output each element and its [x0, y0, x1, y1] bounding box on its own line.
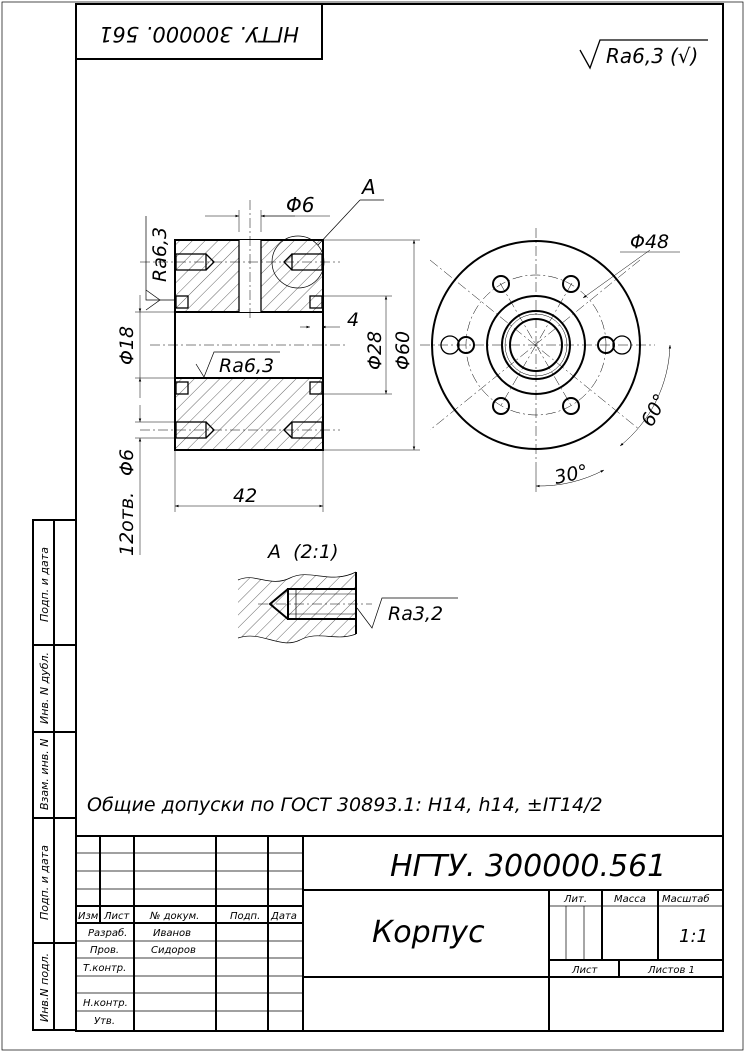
top-stamp: НГТУ. 300000. 561: [75, 3, 323, 60]
side-podp-data-2: Подп. и дата: [38, 845, 51, 920]
tb-row-tkontr: Т.контр.: [83, 963, 126, 974]
tb-list: Лист: [571, 965, 599, 976]
dim-60deg: 60°: [637, 390, 672, 430]
front-view: Φ48 60° 30°: [420, 228, 680, 492]
side-inv-podl: Инв.N подл.: [38, 953, 51, 1022]
dim-30deg: 30°: [552, 460, 590, 489]
tb-row-nkontr: Н.контр.: [83, 998, 128, 1009]
dim-d60: Φ60: [392, 331, 414, 370]
detail-label: A (2:1): [266, 541, 338, 563]
roughness-general-paren: (√): [670, 44, 698, 68]
dim-d28: Φ28: [364, 331, 386, 370]
tb-name-razrab: Иванов: [153, 928, 191, 939]
tb-col-data: Дата: [270, 911, 297, 922]
tb-col-izm: Изм.: [78, 911, 102, 922]
title-block: Изм. Лист № докум. Подп. Дата Разраб. Пр…: [76, 835, 723, 1031]
roughness-general: Ra6,3 (√): [579, 39, 708, 70]
tb-col-podp: Подп.: [230, 911, 260, 922]
tb-col-doc: № докум.: [149, 911, 199, 922]
detail-ra: Ra3,2: [388, 603, 443, 625]
section-view: A Φ6 Ra6,3 Φ18 Ra6,3 4 Φ28: [116, 175, 420, 556]
tb-listov: Листов 1: [647, 965, 695, 976]
tb-part-name: Корпус: [372, 915, 485, 950]
side-strip: Подп. и дата Инв. N дубл. Взам. инв. N П…: [32, 519, 77, 1031]
tb-masshtab: Масштаб: [662, 893, 710, 905]
tb-row-prov: Пров.: [90, 945, 119, 956]
dim-d18: Φ18: [116, 326, 138, 365]
section-label: A: [360, 175, 376, 199]
roughness-general-text: Ra6,3: [606, 44, 664, 68]
dim-ra-left: Ra6,3: [149, 227, 171, 282]
detail-view: A (2:1) Ra3,2: [237, 541, 458, 644]
dim-12holes: 12отв.: [116, 492, 138, 556]
dim-4: 4: [347, 309, 359, 331]
side-podp-data-1: Подп. и дата: [38, 547, 51, 622]
tb-lit: Лит.: [563, 894, 587, 905]
tb-name-prov: Сидоров: [151, 945, 196, 956]
tb-row-razrab: Разраб.: [88, 927, 127, 939]
top-stamp-text: НГТУ. 300000. 561: [99, 22, 299, 46]
tb-col-list: Лист: [103, 911, 131, 922]
dim-42: 42: [233, 485, 257, 507]
dim-d48: Φ48: [630, 231, 669, 253]
tolerance-note: Общие допуски по ГОСТ 30893.1: H14, h14,…: [87, 794, 603, 816]
tb-scale-value: 1:1: [679, 926, 708, 947]
side-vzam-inv: Взам. инв. N: [38, 739, 51, 810]
dim-ra-bore: Ra6,3: [219, 355, 274, 377]
tb-designation: НГТУ. 300000.561: [390, 849, 666, 884]
tb-row-utv: Утв.: [94, 1016, 115, 1027]
side-inv-dubl: Инв. N дубл.: [38, 652, 51, 724]
drawing-frame: [75, 3, 724, 1032]
dim-hole-top: Φ6: [286, 193, 314, 217]
dim-d6: Φ6: [116, 449, 138, 476]
tb-massa: Масса: [614, 894, 646, 905]
